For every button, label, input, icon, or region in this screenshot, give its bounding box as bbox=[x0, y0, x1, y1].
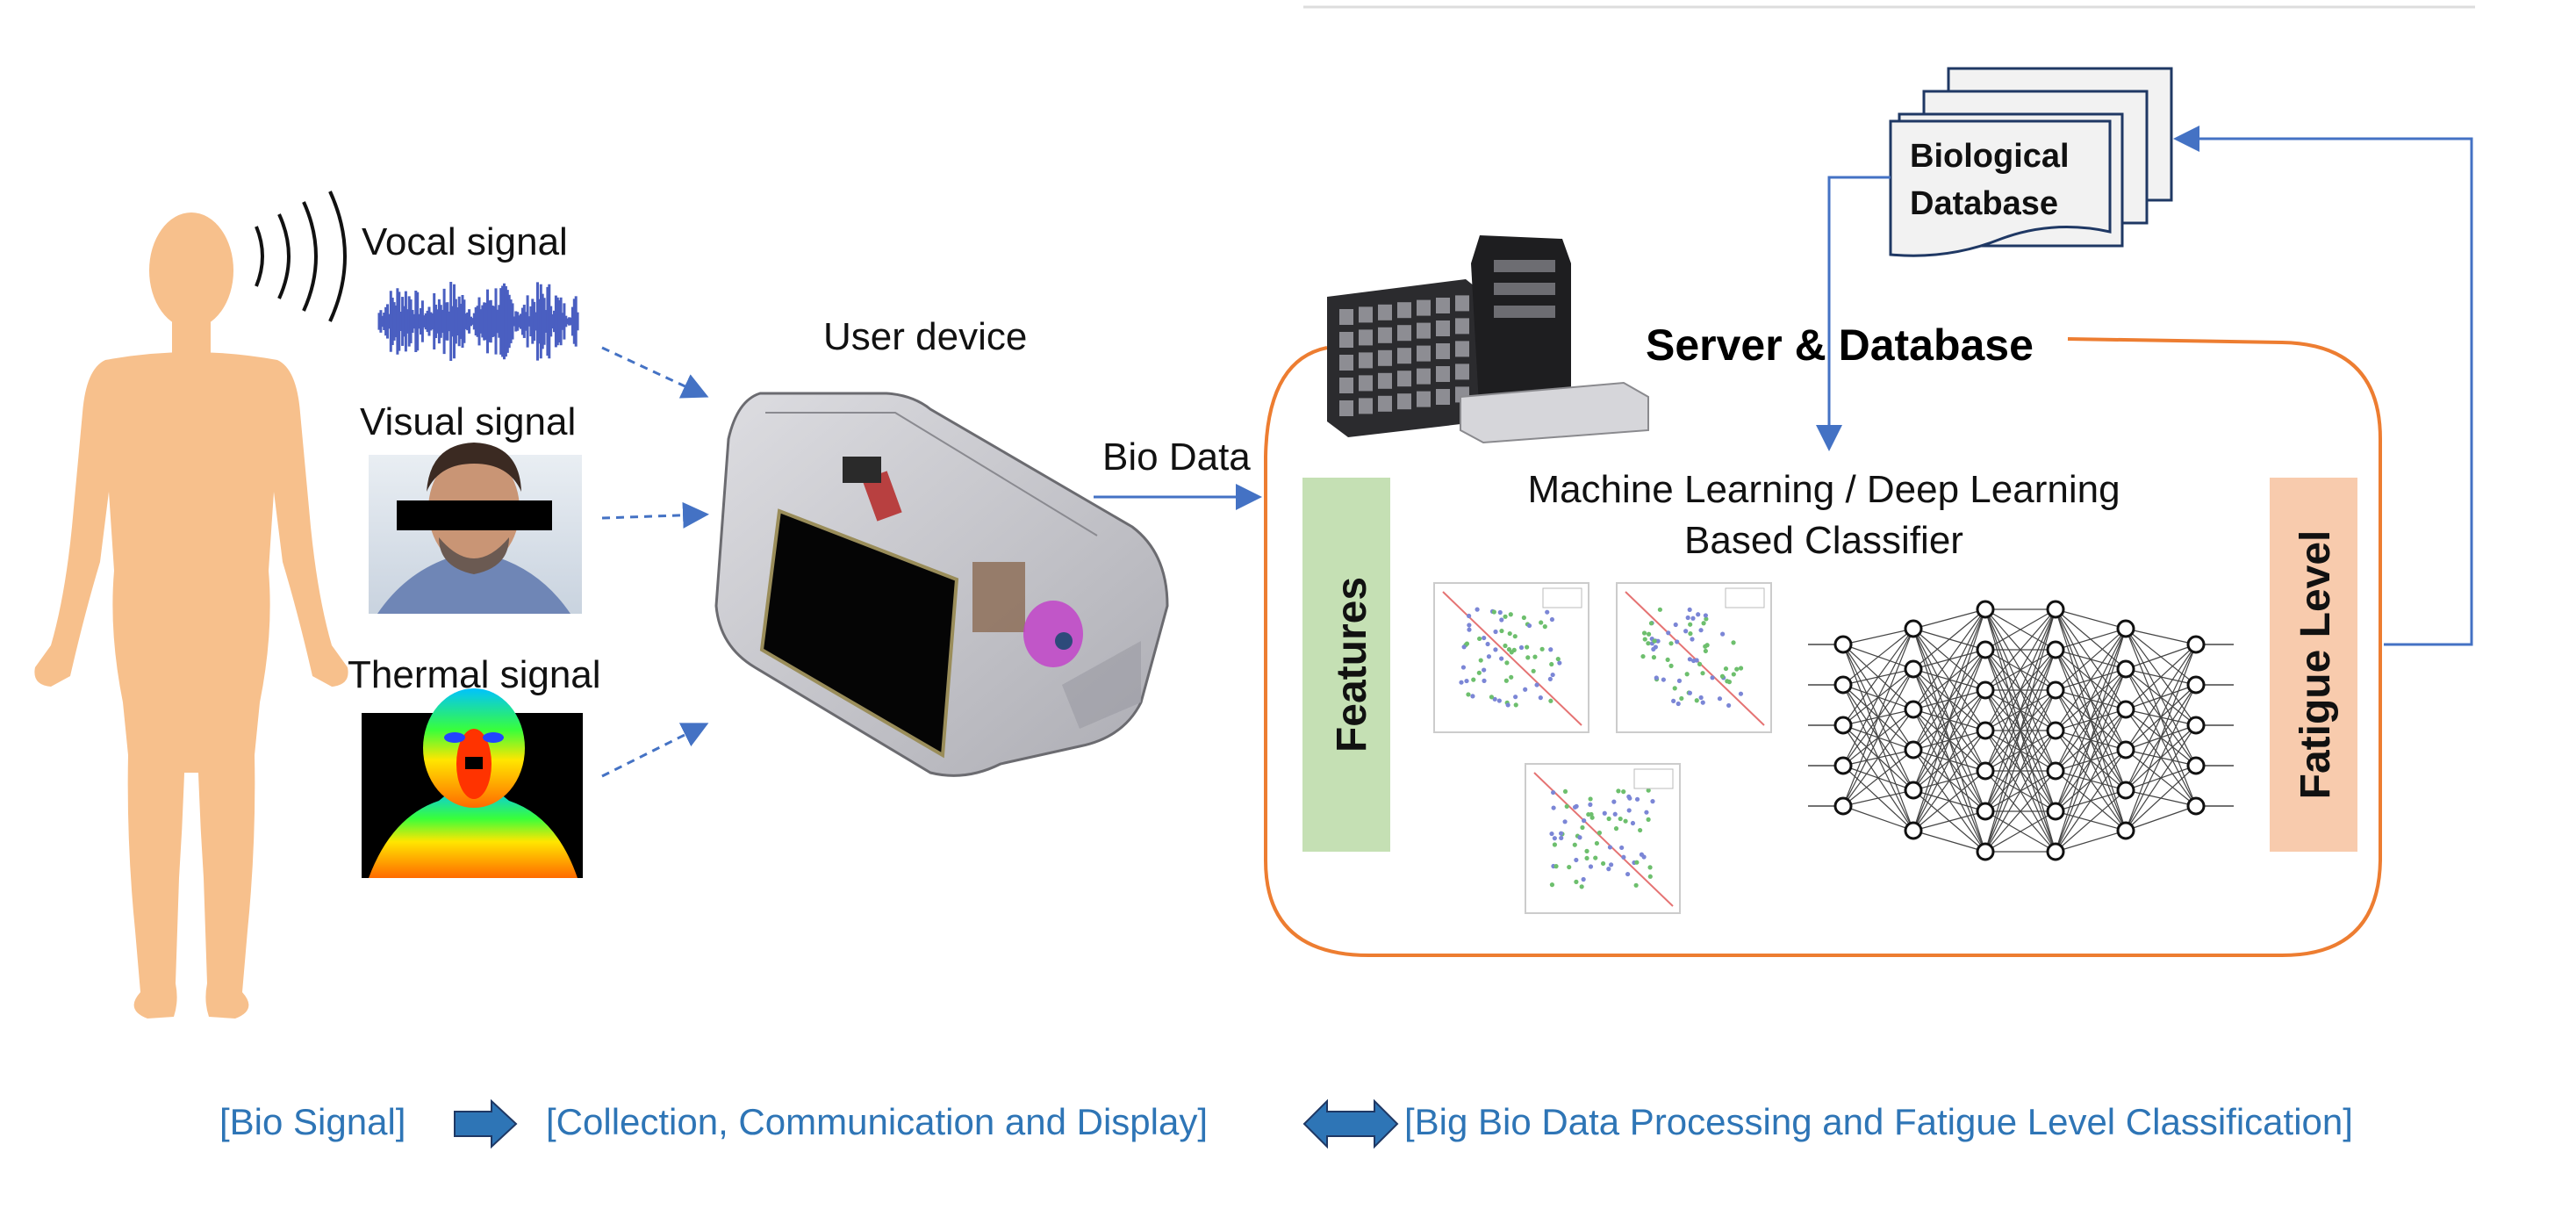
network-node bbox=[1904, 740, 1923, 759]
network-node bbox=[1976, 802, 1995, 821]
vocal-waveform-image bbox=[377, 282, 579, 361]
network-node bbox=[1904, 700, 1923, 719]
bio-data-label: Bio Data bbox=[1102, 436, 1251, 479]
network-node bbox=[1904, 821, 1923, 840]
biological-database-icon bbox=[1889, 67, 2173, 257]
network-node bbox=[2046, 761, 2065, 781]
network-node bbox=[1976, 600, 1995, 619]
network-node bbox=[2116, 619, 2135, 638]
fatigue-level-box bbox=[2270, 478, 2357, 852]
thermal-image bbox=[362, 688, 583, 878]
stage-arrow-1 bbox=[454, 1098, 518, 1149]
network-node bbox=[2186, 796, 2206, 816]
stage-collection: [Collection, Communication and Display] bbox=[546, 1101, 1208, 1142]
biological-database-label-1: Biological bbox=[1910, 138, 2070, 175]
network-node bbox=[1904, 659, 1923, 679]
network-node bbox=[1976, 640, 1995, 659]
fatigue-level-label: Fatigue Level bbox=[2293, 530, 2339, 800]
network-node bbox=[2046, 842, 2065, 861]
network-node bbox=[2116, 781, 2135, 800]
classifier-label-2: Based Classifier bbox=[1684, 519, 1963, 562]
sound-waves-icon bbox=[255, 191, 347, 322]
signal-arrows bbox=[601, 346, 709, 778]
network-node bbox=[2186, 635, 2206, 654]
vocal-signal-label: Vocal signal bbox=[362, 220, 568, 263]
database-to-classifier-arrow bbox=[1816, 176, 1891, 451]
network-node bbox=[2116, 740, 2135, 759]
network-node bbox=[2116, 821, 2135, 840]
human-silhouette-icon bbox=[34, 212, 348, 1019]
server-database-label: Server & Database bbox=[1646, 320, 2034, 370]
stage-arrow-2 bbox=[1302, 1098, 1399, 1149]
network-node bbox=[2186, 756, 2206, 775]
network-node bbox=[1904, 619, 1923, 638]
feature-scatter-plots bbox=[1433, 582, 1772, 914]
network-node bbox=[1976, 761, 1995, 781]
scatter-plot-3 bbox=[1525, 763, 1681, 914]
network-node bbox=[2046, 802, 2065, 821]
network-node bbox=[1833, 716, 1853, 735]
network-node bbox=[1904, 781, 1923, 800]
network-node bbox=[2186, 716, 2206, 735]
network-node bbox=[1833, 796, 1853, 816]
neural-network-icon bbox=[1808, 600, 2234, 861]
scatter-plot-2 bbox=[1616, 582, 1772, 733]
server-rack-icon bbox=[1327, 235, 1649, 444]
stage-processing: [Big Bio Data Processing and Fatigue Lev… bbox=[1404, 1101, 2353, 1142]
network-node bbox=[1976, 842, 1995, 861]
visual-signal-label: Visual signal bbox=[360, 400, 576, 443]
network-node bbox=[1833, 675, 1853, 695]
classifier-label-1: Machine Learning / Deep Learning bbox=[1527, 468, 2120, 511]
stage-bio-signal: [Bio Signal] bbox=[219, 1101, 405, 1142]
network-node bbox=[2046, 640, 2065, 659]
network-node bbox=[2116, 659, 2135, 679]
network-node bbox=[2046, 721, 2065, 740]
network-node bbox=[2186, 675, 2206, 695]
user-device-label: User device bbox=[823, 315, 1027, 358]
features-label: Features bbox=[1329, 577, 1375, 752]
network-node bbox=[2046, 600, 2065, 619]
scatter-plot-1 bbox=[1433, 582, 1589, 733]
network-node bbox=[1976, 680, 1995, 700]
network-node bbox=[1833, 756, 1853, 775]
server-boundary bbox=[1264, 337, 2382, 957]
network-node bbox=[1976, 721, 1995, 740]
feedback-arrow bbox=[2173, 126, 2473, 646]
network-node bbox=[2046, 680, 2065, 700]
network-node bbox=[2116, 700, 2135, 719]
user-device-image bbox=[714, 392, 1169, 777]
network-node bbox=[1833, 635, 1853, 654]
features-box bbox=[1302, 478, 1390, 852]
biological-database-label-2: Database bbox=[1910, 185, 2058, 222]
privacy-bar bbox=[397, 500, 552, 530]
face-photo-image bbox=[369, 443, 582, 614]
